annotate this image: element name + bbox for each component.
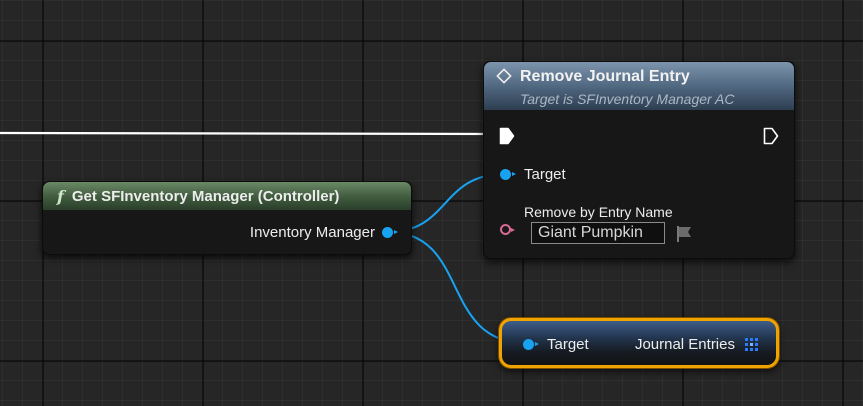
target-input-pin[interactable] — [500, 169, 516, 180]
node-header[interactable]: f Get SFInventory Manager (Controller) — [43, 182, 411, 210]
function-icon: f — [57, 186, 64, 206]
entry-name-input-pin[interactable] — [500, 224, 515, 235]
node-title: Remove Journal Entry — [520, 68, 690, 85]
entry-name-row: Remove by Entry Name — [500, 204, 673, 235]
node-header[interactable]: Remove Journal Entry Target is SFInvento… — [484, 62, 794, 110]
function-diamond-icon — [496, 68, 512, 84]
entry-name-label: Remove by Entry Name — [524, 204, 673, 220]
entry-name-field[interactable] — [531, 222, 665, 244]
node-subtitle: Target is SFInventory Manager AC — [520, 91, 735, 107]
inventory-manager-output-row: Inventory Manager — [249, 224, 398, 241]
inventory-manager-output-pin[interactable] — [382, 227, 398, 238]
get-inventory-manager-node[interactable]: f Get SFInventory Manager (Controller) I… — [42, 181, 412, 255]
variable-target-label: Target — [547, 336, 589, 353]
exec-input-pin[interactable] — [499, 127, 515, 145]
inventory-manager-label: Inventory Manager — [249, 224, 375, 241]
node-title: Get SFInventory Manager (Controller) — [71, 187, 340, 205]
journal-entries-output-row: Journal Entries — [635, 336, 758, 353]
journal-entries-variable-node[interactable]: Target Journal Entries — [499, 318, 779, 368]
variable-target-row: Target — [523, 336, 589, 353]
journal-entries-label: Journal Entries — [634, 336, 735, 353]
object-wire-to-variable — [387, 231, 527, 344]
exec-output-pin[interactable] — [763, 127, 779, 145]
array-grid-icon[interactable] — [745, 338, 758, 351]
flag-icon[interactable] — [675, 225, 693, 243]
variable-target-input-pin[interactable] — [523, 339, 539, 350]
remove-journal-entry-node[interactable]: Remove Journal Entry Target is SFInvento… — [483, 61, 795, 259]
target-input-row: Target — [500, 166, 566, 183]
target-label: Target — [524, 166, 566, 183]
exec-wire — [0, 131, 499, 136]
